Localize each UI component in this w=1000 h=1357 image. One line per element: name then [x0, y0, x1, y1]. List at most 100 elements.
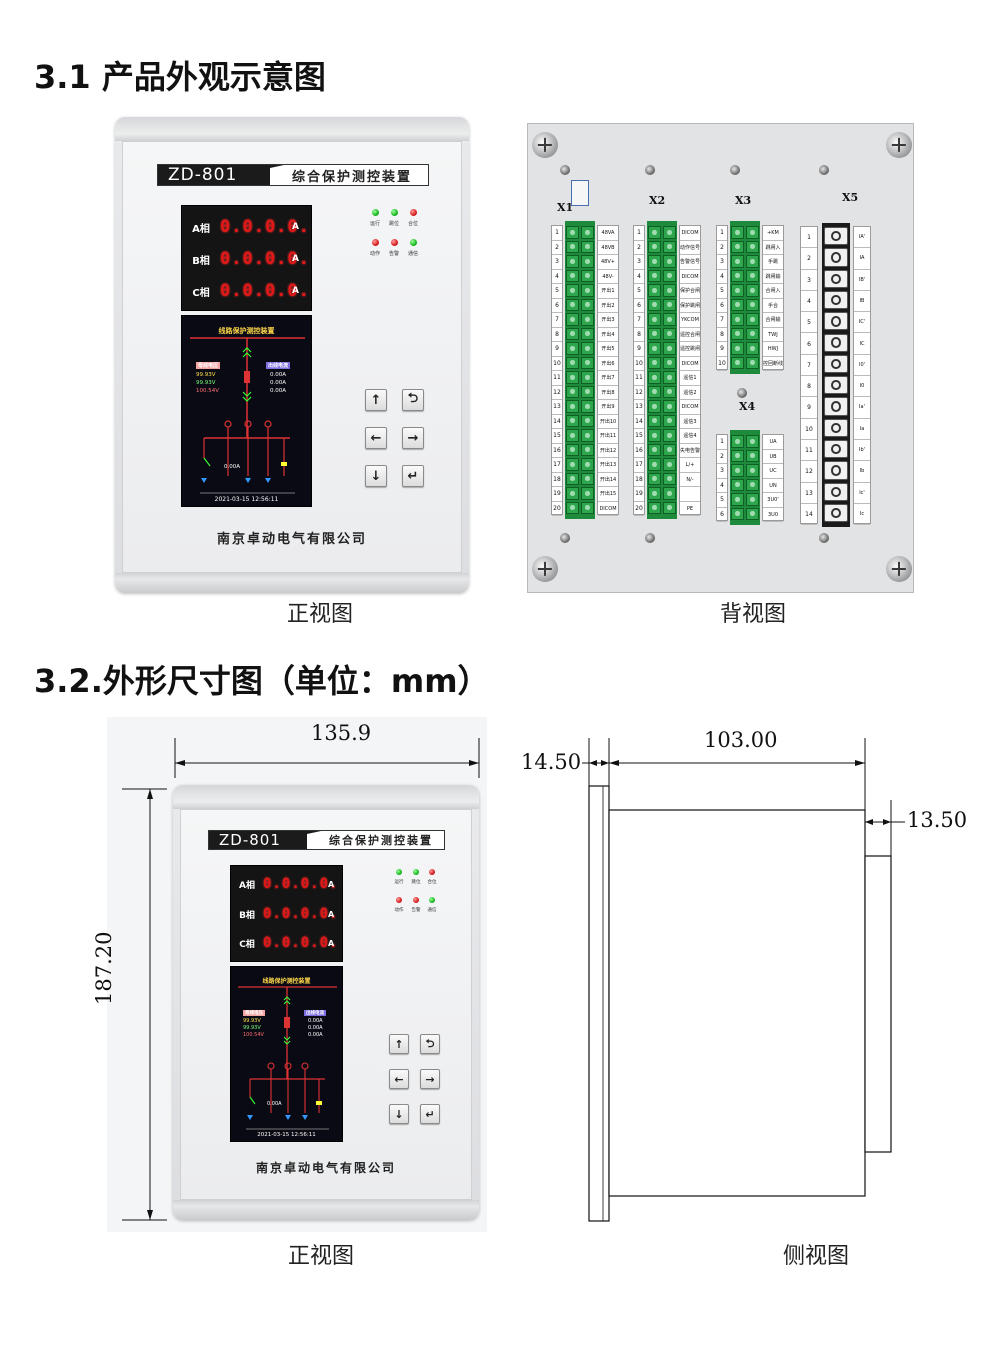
back-key[interactable]: ⮌	[420, 1034, 440, 1054]
lcd-current: 0.00A	[224, 464, 241, 470]
lcd-title: 线路保护测控装置	[218, 327, 275, 335]
model-bar: ZD-801 综合保护测控装置	[157, 164, 429, 186]
x4-terminal	[746, 464, 759, 477]
x2-signal-label	[680, 487, 700, 502]
x3-terminal	[731, 313, 744, 326]
x1-terminal	[566, 255, 579, 268]
group-label-x2: X2	[649, 194, 666, 207]
x1-terminal-number: 14	[552, 415, 562, 429]
x2-terminal	[663, 226, 676, 239]
x1-terminal	[581, 487, 594, 500]
x1-terminal-number: 9	[552, 342, 562, 357]
x3-terminal-number: 3	[717, 255, 727, 270]
lcd-right-value-2: 0.00A	[270, 380, 287, 386]
x5-signal-label: IC'	[854, 312, 870, 334]
action-indicator	[396, 897, 402, 903]
x5-terminal-number: 10	[801, 419, 817, 440]
lcd-title: 线路保护测控装置	[262, 978, 311, 985]
x4-terminal-number: 5	[717, 493, 727, 508]
down-key[interactable]: ↓	[365, 465, 387, 487]
up-key[interactable]: ↑	[389, 1034, 409, 1054]
phase-c-row: C相 0.0.0.0. A	[231, 933, 342, 953]
back-key[interactable]: ⮌	[402, 389, 424, 411]
x3-terminal	[731, 284, 744, 297]
x1-signal-label: 开出12	[598, 444, 618, 458]
x2-signal-label: 失电告警	[680, 444, 700, 458]
lcd-screen: 线路保护测控装置 母线电压 出线电流 99.93V 99.93V 100.54V…	[181, 315, 312, 507]
enter-key[interactable]: ↵	[420, 1104, 440, 1124]
x2-terminal-number: 14	[634, 415, 644, 429]
model-number: ZD-801	[158, 165, 284, 185]
x2-terminal-number: 18	[634, 473, 644, 487]
x3-terminal-number: 2	[717, 241, 727, 255]
x1-terminal	[581, 284, 594, 297]
left-key[interactable]: ←	[365, 427, 387, 449]
x1-terminal-number: 20	[552, 502, 562, 516]
phase-b-row: B相 0.0.0.0. A	[182, 248, 311, 270]
x2-terminal	[663, 414, 676, 427]
x1-terminal	[566, 284, 579, 297]
x5-terminal	[824, 397, 848, 416]
x2-signal-label: 遥信2	[680, 386, 700, 400]
x2-terminal	[648, 255, 661, 268]
stud-icon	[737, 388, 747, 398]
x5-signal-label: Ic'	[854, 483, 870, 504]
x1-terminal	[581, 443, 594, 456]
x5-signal-label: I0'	[854, 355, 870, 377]
x2-terminal	[648, 356, 661, 369]
x1-terminal-number: 15	[552, 429, 562, 444]
x1-terminal-number: 17	[552, 458, 562, 473]
x2-terminal	[648, 327, 661, 340]
enter-key[interactable]: ↵	[402, 465, 424, 487]
phase-b-row: B相 0.0.0.0. A	[231, 904, 342, 924]
right-key[interactable]: →	[420, 1069, 440, 1089]
x5-terminal-number: 8	[801, 376, 817, 398]
x2-terminal	[648, 284, 661, 297]
dimension-width: 135.9	[311, 721, 372, 745]
section-title-dimensions: 3.2.外形尺寸图（单位：mm）	[34, 662, 490, 700]
x2-terminal-number: 16	[634, 444, 644, 458]
comm-indicator	[410, 239, 417, 246]
action-indicator	[372, 239, 379, 246]
action-indicator-label: 动作	[394, 908, 404, 913]
x2-terminal	[648, 298, 661, 311]
dimension-height: 187.20	[92, 931, 116, 1005]
x2-signal-label: 遥控跳闸	[680, 342, 700, 357]
x4-signal-label: 3U0'	[763, 493, 783, 508]
x1-terminal	[581, 226, 594, 239]
lcd-left-value-3: 100.54V	[196, 388, 220, 394]
x3-signal-label: 合闸入	[763, 284, 783, 299]
model-bar: ZD-801 综合保护测控装置	[208, 830, 445, 850]
front-device: ZD-801 综合保护测控装置 A相 0.0.0.0. A B相 0.0.0.0…	[115, 117, 469, 593]
phase-c-unit: A	[328, 938, 335, 948]
x1-terminal	[581, 298, 594, 311]
x2-signal-label: DICOM	[680, 270, 700, 284]
x1-terminal-number: 2	[552, 241, 562, 255]
right-key[interactable]: →	[402, 427, 424, 449]
device-name: 综合保护测控装置	[329, 834, 433, 847]
down-key[interactable]: ↓	[389, 1104, 409, 1124]
x1-terminal	[566, 226, 579, 239]
x1-terminal	[581, 429, 594, 442]
lcd-right-value-1: 0.00A	[308, 1018, 323, 1024]
x5-terminal	[824, 227, 848, 246]
up-key[interactable]: ↑	[365, 389, 387, 411]
left-key[interactable]: ←	[389, 1069, 409, 1089]
x2-terminal-number: 7	[634, 313, 644, 328]
lcd-single-line-diagram	[190, 337, 305, 494]
x1-terminal	[581, 414, 594, 427]
x2-terminal	[663, 458, 676, 471]
run-indicator	[396, 869, 402, 875]
x2-terminal-strip	[647, 221, 677, 519]
x2-signal-label: 告警信号	[680, 255, 700, 270]
x5-terminal-number: 2	[801, 248, 817, 270]
x2-terminal	[663, 443, 676, 456]
trip-position-indicator	[413, 869, 419, 875]
x1-terminal-number: 4	[552, 270, 562, 284]
x3-terminal	[731, 327, 744, 340]
x1-terminal-strip	[565, 221, 595, 519]
x1-signal-label: 开出13	[598, 458, 618, 473]
x5-signal-label: IA	[854, 248, 870, 270]
